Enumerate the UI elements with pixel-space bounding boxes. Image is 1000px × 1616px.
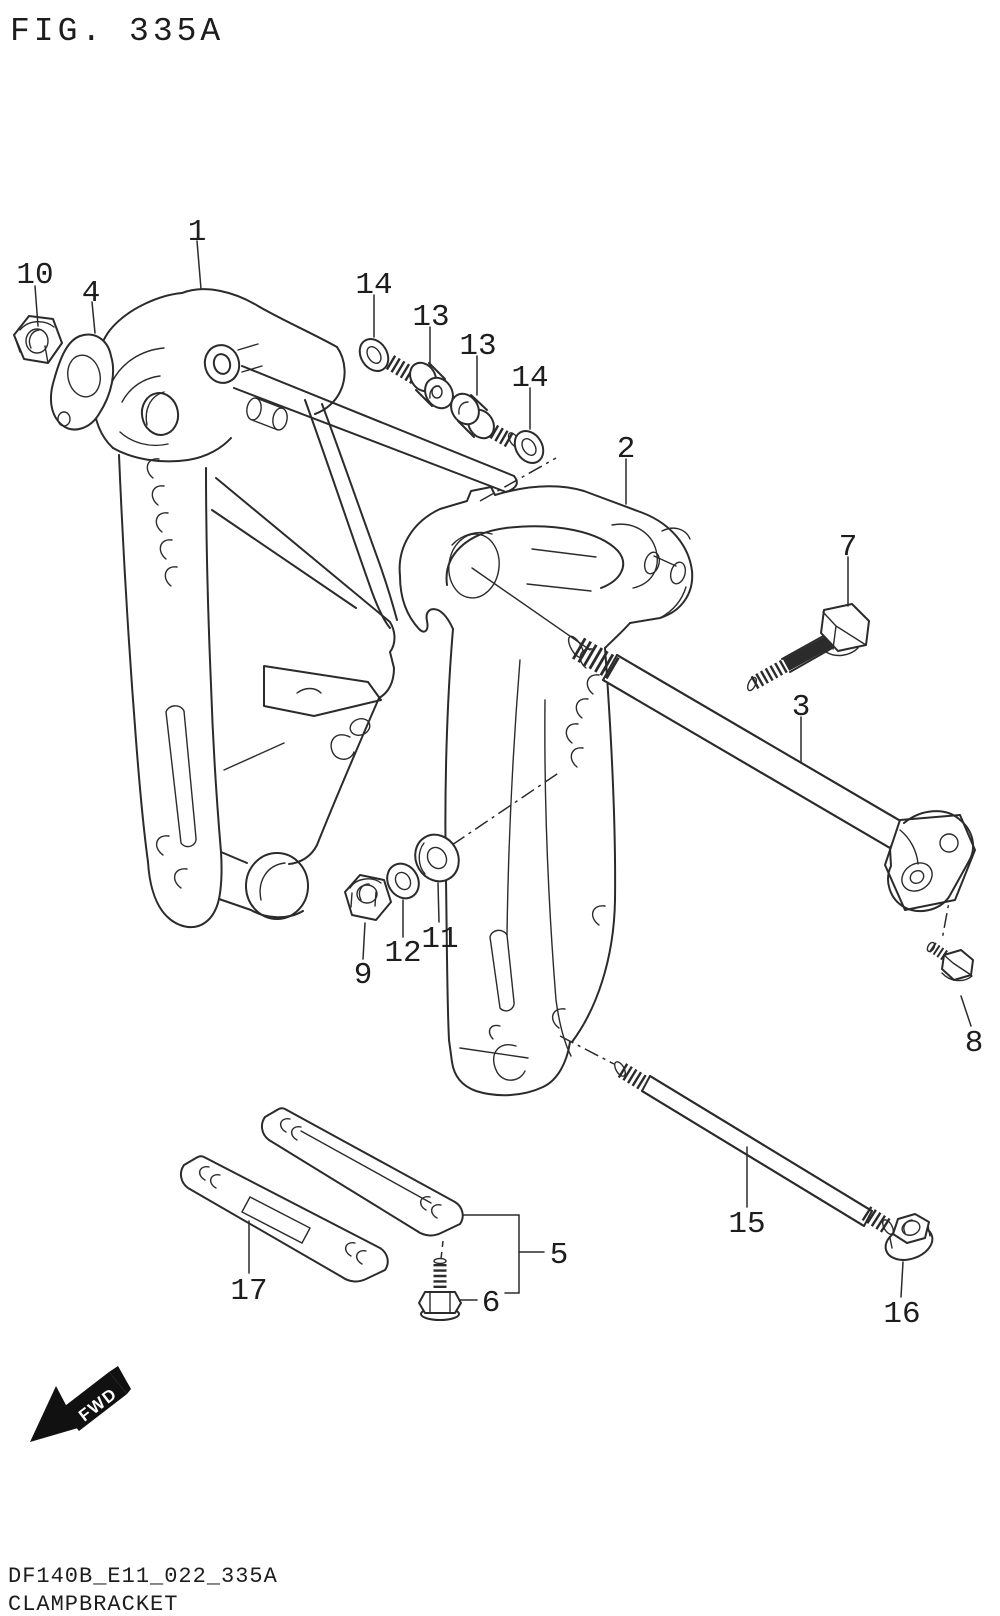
washer-11 (414, 833, 460, 883)
leader-lines (34, 240, 972, 1301)
fwd-arrow: FWD (30, 1366, 131, 1442)
clamp-bracket-starboard (398, 485, 694, 1097)
callout-5: 5 (550, 1238, 569, 1273)
nut-9 (344, 874, 392, 921)
callout-4: 4 (82, 276, 101, 311)
flange-nut-16 (884, 1213, 934, 1261)
callout-8: 8 (965, 1026, 984, 1061)
callout-2: 2 (617, 432, 636, 467)
gasket-plate-4 (49, 333, 115, 431)
callout-9: 9 (354, 958, 373, 993)
nut-10 (13, 315, 63, 364)
part-name: CLAMPBRACKET (8, 1592, 178, 1616)
callout-3: 3 (792, 690, 811, 725)
stud-15 (614, 1061, 894, 1235)
drawing-code: DF140B_E11_022_335A (8, 1564, 278, 1589)
plate-5 (260, 1107, 464, 1237)
callout-6: 6 (482, 1286, 501, 1321)
washer-14-left (358, 338, 390, 372)
callout-16: 16 (883, 1297, 920, 1332)
bolt-7 (746, 603, 870, 692)
callout-7: 7 (839, 530, 858, 565)
callout-10: 10 (16, 258, 53, 293)
figure-title: FIG. 335A (10, 13, 224, 50)
bolt-8 (926, 941, 974, 982)
callout-13-right: 13 (459, 329, 496, 364)
clamp-shaft-3 (567, 635, 976, 913)
callout-17: 17 (230, 1274, 267, 1309)
fwd-arrowhead (30, 1386, 78, 1442)
callout-15: 15 (728, 1207, 765, 1242)
callout-14-left: 14 (355, 268, 392, 303)
washer-14-right (513, 430, 545, 464)
screw-13-right (450, 392, 521, 449)
callout-14-right: 14 (511, 361, 548, 396)
assembly-axis-lines (440, 457, 958, 1260)
fwd-banner-edge (109, 1366, 131, 1394)
callout-1: 1 (188, 215, 207, 250)
plate-17 (179, 1155, 389, 1283)
fwd-banner (61, 1372, 127, 1431)
callout-12: 12 (384, 936, 421, 971)
callout-13-left: 13 (412, 300, 449, 335)
washer-12 (386, 862, 420, 900)
screw-13-left (385, 355, 454, 410)
callout-11: 11 (421, 922, 458, 957)
bolt-6 (418, 1257, 462, 1321)
clamp-bracket-port (91, 288, 518, 928)
